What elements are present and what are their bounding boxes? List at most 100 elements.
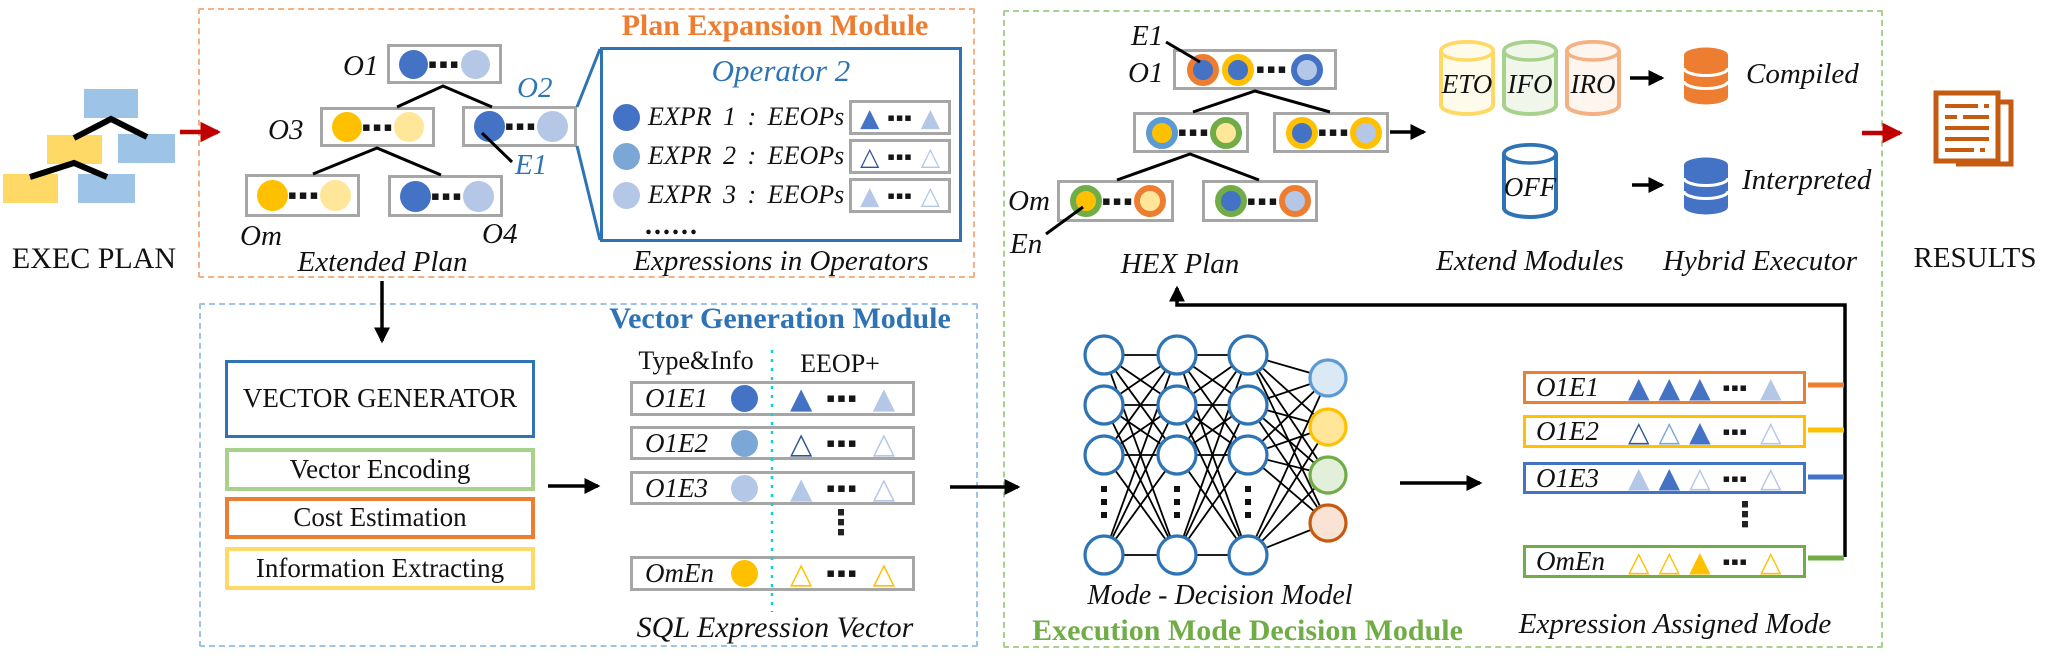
expr-circle-lightyellow-icon [320,180,352,211]
triangle-outline-icon: △ [1760,461,1782,494]
cylinder-label: OFF [1503,172,1557,202]
exec-plan-node-yellow [3,174,58,203]
hex-label-e1: E1 [1131,20,1164,52]
hdots-icon: ▪▪▪ [431,188,464,204]
execution-mode-decision-title: Execution Mode Decision Module [1032,614,1463,647]
hdots-icon: ▪▪▪ [362,119,395,135]
cylinder-ifo: IFO [1500,39,1560,117]
exec-plan-node-yellow [47,135,102,164]
cost-estimation-box: Cost Estimation [225,497,535,539]
database-icon [1682,47,1730,105]
triangle-filled-icon: ▲ [1689,544,1711,578]
row-label: OmEn [645,558,714,588]
sql-expression-vector-caption: SQL Expression Vector [636,611,914,644]
expr-row-text: EXPR 2 : EEOPs [648,141,845,170]
hdots-icon: ▪▪▪ [1102,193,1135,209]
hex-node-o1: ▪▪▪ [1173,49,1337,90]
ring-circle-yellow-blue-icon [1286,116,1318,149]
ring-circle-orange-light-icon [1279,185,1312,217]
hdots-icon: ▪▪▪ [505,119,538,134]
cylinder-label: IFO [1507,69,1553,99]
vector-generation-module-frame [199,303,978,647]
triangle-filled-icon: ▲ [920,102,940,132]
vector-generator-box: VECTOR GENERATOR [225,360,535,438]
label-o3: O3 [268,114,304,146]
triangle-outline-icon: △ [872,470,896,505]
hex-node-om: ▪▪▪ [1057,180,1174,222]
operator-2-box: Operator 2 EXPR 1 : EEOPs ▲ ▪▪▪ ▲ EXPR 2… [600,47,962,242]
type-circle-icon [731,474,758,502]
hdots-icon: ▪▪▪ [428,56,461,72]
hdots-icon: ▪▪▪ [826,391,859,406]
hex-plan-caption: HEX Plan [1120,248,1240,280]
ring-circle-yellow-light-icon [1350,116,1383,149]
hdots-icon: ▪▪▪ [826,480,859,496]
eeop-minibox: ▲ ▪▪▪ △ [849,177,951,213]
hdots-icon: ▪▪▪ [826,435,859,451]
triangle-filled-icon: ▲ [1628,461,1650,494]
row-label: O1E1 [1536,372,1599,402]
hdots-icon: ▪▪▪ [1247,193,1280,209]
extended-node-o3: ▪▪▪ [320,107,435,147]
triangle-filled-icon: ▲ [790,470,813,505]
cylinder-icon [1439,40,1495,116]
expr-circle-light-icon [463,180,495,212]
expr-circle-light-icon [537,111,569,142]
row-label: O1E3 [1536,462,1599,493]
compiled-db [1682,47,1730,105]
triangle-outline-icon: △ [790,425,813,460]
expr-circle-lightyellow-icon [394,112,425,142]
expr-row-text: EXPR 1 : EEOPs [648,102,845,131]
triangle-outline-icon: △ [790,556,813,590]
cylinder-label: IRO [1570,69,1616,99]
triangle-outline-icon: △ [1760,544,1782,578]
vector-row-omen: OmEn △ ▪▪▪ △ [630,556,915,591]
hdots-icon: ▪▪▪ [288,188,321,203]
exec-plan-node-blue [78,174,135,203]
eeop-minibox: ▲ ▪▪▪ ▲ [849,99,951,135]
hdots-icon: ▪▪▪ [1722,471,1749,485]
ring-circle-yellow-blue-icon [1221,53,1254,86]
exec-plan-label: EXEC PLAN [11,242,177,275]
expr-circle-light-icon [461,49,490,79]
hex-label-o1: O1 [1128,57,1164,89]
vdots-icon: ⋮ [824,503,858,543]
exec-plan-node-blue [118,134,175,163]
label-o2: O2 [517,72,553,104]
exec-plan-node-blue [84,89,138,118]
hdots-icon: ▪▪▪ [826,566,859,581]
triangle-outline-icon: △ [1628,544,1650,578]
triangle-filled-icon: ▲ [860,102,880,132]
hdots-icon: ▪▪▪ [1256,62,1289,77]
triangle-filled-icon: ▲ [1760,370,1782,404]
extended-plan-caption: Extended Plan [297,246,468,278]
row-label: O1E2 [645,427,708,458]
triangle-outline-icon: △ [1658,414,1681,448]
hybrid-executor-caption: Hybrid Executor [1662,245,1858,277]
hdots-icon: ▪▪▪ [1722,425,1749,438]
triangle-outline-icon: △ [1658,544,1681,578]
triangle-outline-icon: △ [1628,414,1650,448]
triangle-outline-icon: △ [920,141,940,171]
expr-row-2: EXPR 2 : EEOPs △ ▪▪▪ △ [613,138,953,174]
ring-circle-blue-light-icon [1290,53,1323,86]
ring-circle-orange-lightyellow-icon [1134,185,1167,217]
cylinder-iro: IRO [1563,39,1623,117]
compiled-label: Compiled [1746,58,1859,90]
hdots-icon: ▪▪▪ [887,149,913,163]
triangle-filled-icon: ▲ [1689,414,1711,448]
ring-circle-green-yellow-icon [1070,185,1102,217]
cylinder-icon [1502,143,1558,219]
hex-node-mid-right: ▪▪▪ [1273,112,1389,153]
interpreted-db [1682,157,1730,215]
interpreted-label: Interpreted [1742,164,1872,196]
plan-expansion-module-frame [198,8,975,278]
label-om: Om [240,220,282,252]
triangle-outline-icon: △ [872,425,896,460]
triangle-filled-icon: ▲ [860,180,880,210]
extended-node-o1: ▪▪▪ [387,44,502,84]
row-label: O1E1 [645,383,708,413]
extended-node-o4: ▪▪▪ [388,175,503,217]
col-eeop: EEOP+ [800,349,880,378]
